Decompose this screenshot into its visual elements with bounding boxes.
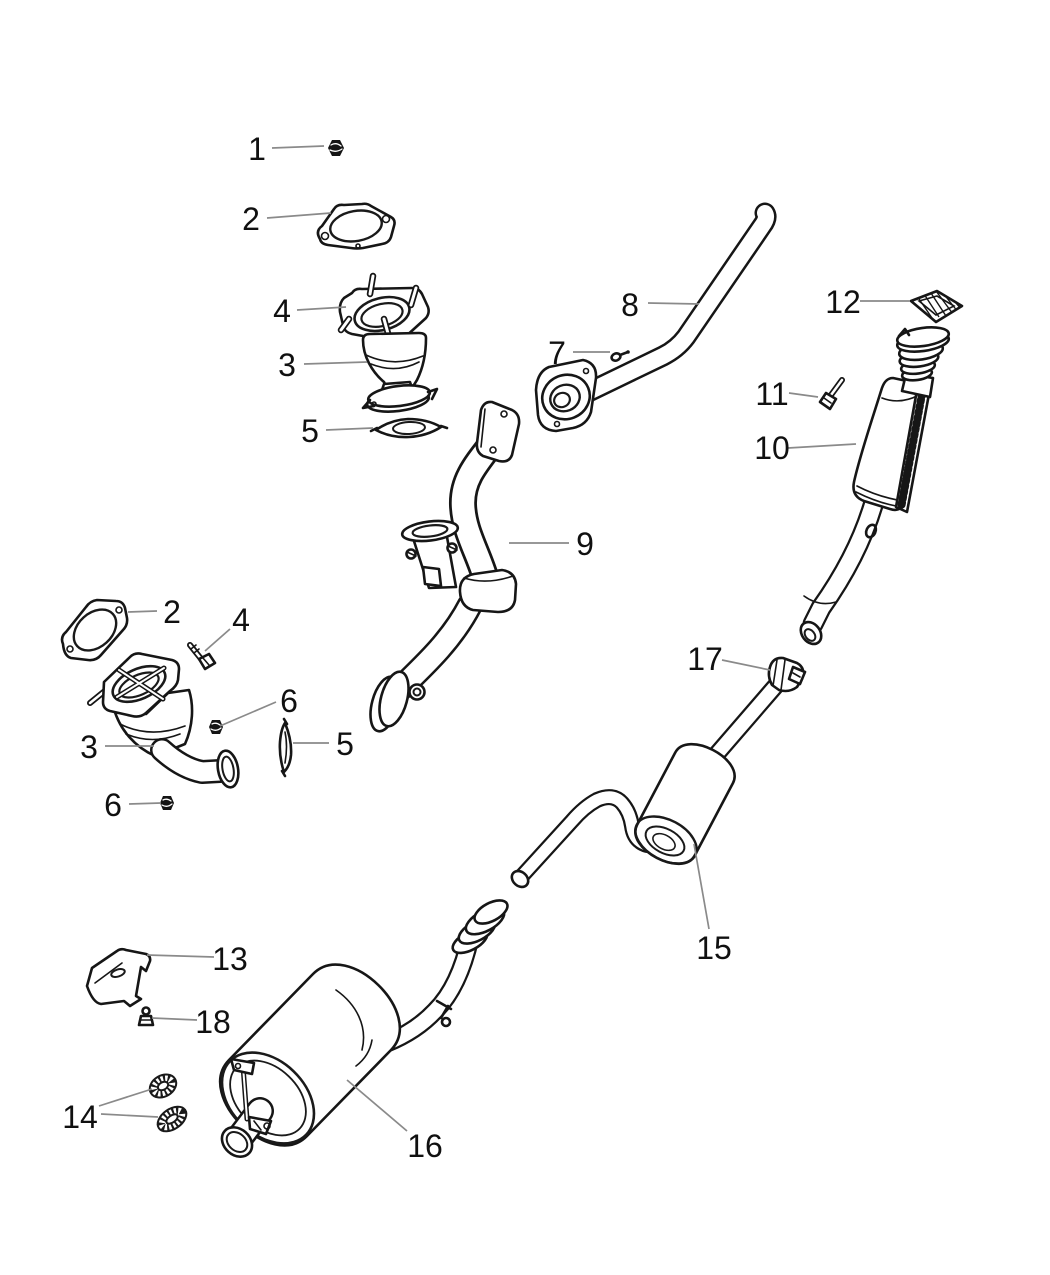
callout-4-upper: 4 bbox=[273, 293, 291, 329]
part-catalytic-converter-10 bbox=[799, 326, 951, 646]
callout-6-upper: 6 bbox=[280, 683, 298, 719]
callout-5-lower: 5 bbox=[336, 726, 354, 762]
part-bolt-4-lower bbox=[187, 642, 217, 671]
part-flange-4-upper bbox=[337, 272, 430, 343]
part-insulator-14-upper bbox=[148, 1073, 178, 1099]
callout-18: 18 bbox=[195, 1004, 231, 1040]
callout-12: 12 bbox=[825, 284, 861, 320]
callout-16: 16 bbox=[407, 1128, 443, 1164]
callout-11: 11 bbox=[755, 376, 788, 412]
callout-8: 8 bbox=[621, 287, 639, 323]
callout-9: 9 bbox=[576, 526, 594, 562]
part-bolt-11 bbox=[818, 377, 845, 411]
part-insulator-14-lower bbox=[156, 1105, 188, 1133]
part-bolt-7 bbox=[610, 350, 630, 362]
part-crossover-pipe-9 bbox=[369, 400, 521, 733]
part-gasket-12 bbox=[909, 289, 964, 324]
callout-1: 1 bbox=[248, 131, 266, 167]
part-resonator-15 bbox=[510, 742, 736, 889]
callout-3-lower: 3 bbox=[80, 729, 98, 765]
part-catalytic-converter-3-lower bbox=[87, 652, 240, 789]
callout-15: 15 bbox=[696, 930, 732, 966]
callout-14: 14 bbox=[62, 1099, 98, 1135]
callout-13: 13 bbox=[212, 941, 248, 977]
callout-5-upper: 5 bbox=[301, 413, 319, 449]
callout-3-upper: 3 bbox=[278, 347, 296, 383]
part-bracket-13 bbox=[85, 947, 152, 1008]
part-clamp-17 bbox=[767, 656, 807, 693]
part-intermediate-pipe bbox=[700, 673, 788, 772]
part-exhaust-pipe-8 bbox=[534, 202, 777, 433]
callout-10: 10 bbox=[754, 430, 790, 466]
part-seal-5-upper bbox=[369, 417, 449, 439]
callout-6-lower: 6 bbox=[104, 787, 122, 823]
part-gasket-2-upper bbox=[316, 202, 396, 250]
part-muffler-16 bbox=[219, 899, 509, 1158]
part-nut-6-lower bbox=[160, 796, 174, 810]
part-catalytic-converter-3-upper bbox=[361, 331, 439, 413]
part-seal-5-lower bbox=[278, 717, 293, 778]
leader-lines bbox=[98, 145, 910, 1132]
callout-2-upper: 2 bbox=[242, 201, 260, 237]
part-nut-1 bbox=[328, 140, 344, 156]
callout-2-lower: 2 bbox=[163, 594, 181, 630]
callout-7: 7 bbox=[548, 335, 566, 371]
callout-4-lower: 4 bbox=[232, 602, 250, 638]
callout-labels: 1 2 4 3 5 7 8 12 11 10 9 2 4 6 3 5 6 17 … bbox=[62, 131, 861, 1164]
callout-17: 17 bbox=[687, 641, 723, 677]
part-nut-6-upper bbox=[209, 720, 223, 734]
part-gasket-2-lower bbox=[60, 598, 129, 662]
part-push-pin-18 bbox=[137, 1006, 155, 1027]
